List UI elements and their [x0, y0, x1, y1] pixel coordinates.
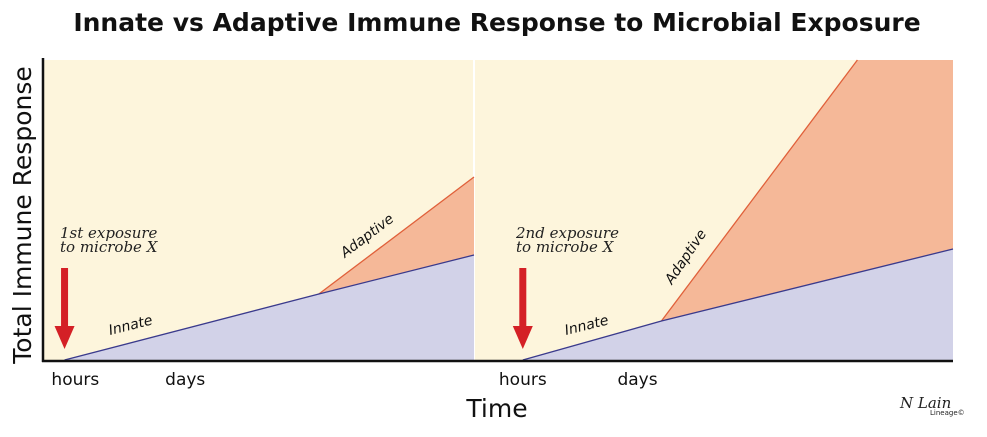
- exposure-annotation-line: 2nd exposure: [515, 224, 619, 242]
- exposure-annotation-line: 1st exposure: [60, 224, 158, 242]
- x-axis-label: Time: [465, 394, 527, 423]
- signature-name: N Lain: [899, 394, 951, 412]
- x-tick-label-days: days: [165, 370, 205, 390]
- x-tick-label-hours: hours: [51, 370, 99, 390]
- exposure-arrow-shaft: [61, 268, 69, 328]
- y-axis-label: Total Immune Response: [8, 66, 37, 365]
- chart-title: Innate vs Adaptive Immune Response to Mi…: [73, 8, 920, 37]
- exposure-arrow-icon: [512, 326, 533, 349]
- x-tick-label-days: days: [617, 370, 657, 390]
- exposure-arrow-icon: [54, 326, 75, 349]
- signature: N Lain Lineage©: [899, 394, 965, 417]
- innate-line: [522, 248, 954, 361]
- innate-line: [64, 254, 475, 361]
- x-tick-label-hours: hours: [499, 370, 547, 390]
- adaptive-line: [660, 59, 858, 322]
- exposure-annotation-line: to microbe X: [60, 238, 159, 256]
- adaptive-area: [661, 60, 953, 321]
- innate-area: [522, 249, 953, 360]
- adaptive-line: [318, 176, 475, 295]
- exposure-annotation-line: to microbe X: [516, 238, 615, 256]
- exposure-arrow-shaft: [519, 268, 527, 328]
- signature-brand: Lineage©: [930, 409, 965, 417]
